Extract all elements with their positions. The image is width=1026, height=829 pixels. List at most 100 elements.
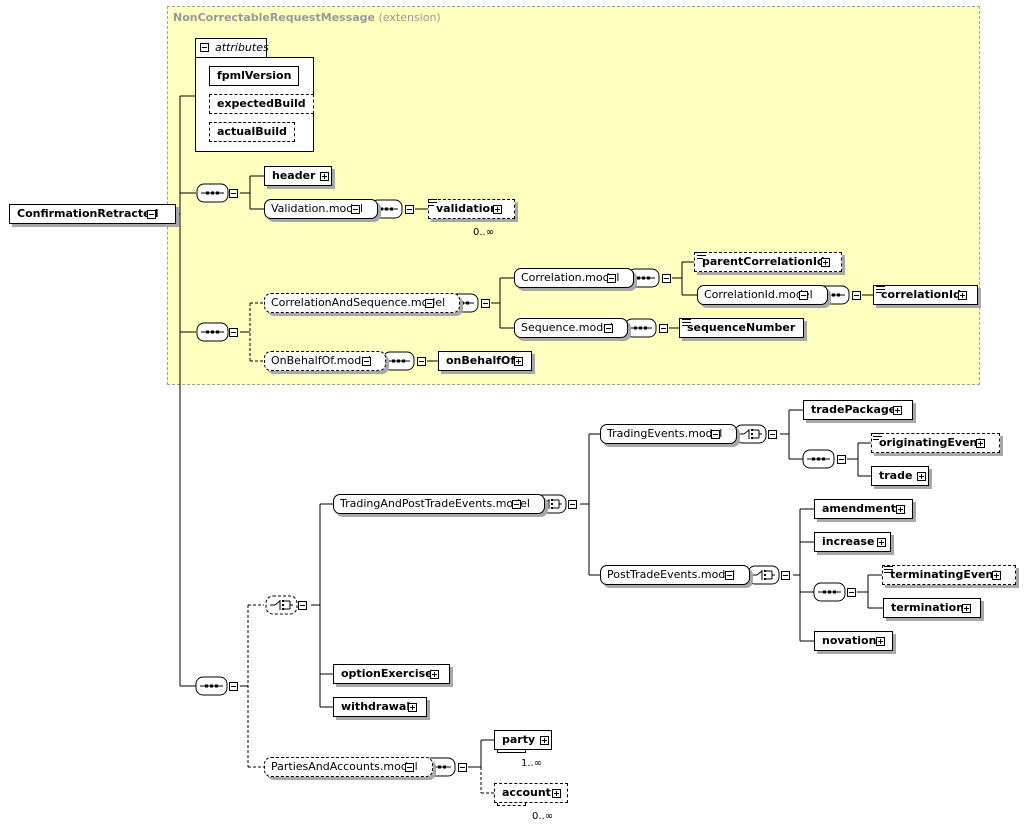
- sequence-compositor-7: [624, 318, 657, 338]
- sequence-compositor-11: [813, 582, 846, 602]
- collapse-sequence-icon[interactable]: [659, 324, 668, 333]
- choice-compositor-2: [734, 424, 767, 444]
- element-validation[interactable]: validation: [428, 199, 515, 219]
- collapse-sequence-icon[interactable]: [847, 588, 856, 597]
- sequence-compositor-8: [382, 351, 415, 371]
- collapse-sequence-icon[interactable]: [458, 763, 467, 772]
- element-tradepackage[interactable]: tradePackage: [803, 400, 914, 420]
- expand-terminatingevent-icon[interactable]: [992, 571, 1001, 580]
- expand-increase-icon[interactable]: [877, 538, 886, 547]
- attribute-actualbuild[interactable]: actualBuild: [209, 122, 295, 142]
- attributes-tab-label: attributes: [215, 41, 269, 54]
- collapse-parties-and-accounts-icon[interactable]: [405, 763, 414, 772]
- element-optionexercise[interactable]: optionExercise: [333, 664, 450, 684]
- group-correlation-model[interactable]: Correlation.model: [514, 268, 635, 288]
- expand-originatingevent-icon[interactable]: [976, 439, 985, 448]
- collapse-sequence-icon[interactable]: [405, 205, 414, 214]
- collapse-sequence-icon[interactable]: [852, 291, 861, 300]
- party-cardinality: 1..∞: [521, 758, 543, 769]
- sequence-compositor-1: [196, 183, 229, 203]
- collapse-sequence-icon[interactable]: [229, 328, 238, 337]
- documentation-icon: [682, 319, 691, 327]
- element-onbehalfof[interactable]: onBehalfOf: [438, 351, 533, 371]
- documentation-icon: [884, 566, 893, 574]
- expand-optionexercise-icon[interactable]: [430, 670, 439, 679]
- element-terminatingevent[interactable]: terminatingEvent: [882, 565, 1016, 585]
- extension-type-name: NonCorrectableRequestMessage: [173, 11, 376, 24]
- collapse-sequence-icon[interactable]: [417, 357, 426, 366]
- group-correlationid-model[interactable]: CorrelationId.model: [697, 285, 828, 305]
- choice-compositor-4: [265, 595, 298, 615]
- group-correlation-and-sequence[interactable]: CorrelationAndSequence.model: [264, 293, 461, 313]
- documentation-icon: [873, 433, 882, 441]
- root-element[interactable]: ConfirmationRetracted: [9, 204, 176, 224]
- expand-onbehalfof-icon[interactable]: [514, 357, 523, 366]
- documentation-icon: [428, 199, 437, 207]
- expand-withdrawal-icon[interactable]: [408, 703, 417, 712]
- element-correlationid[interactable]: correlationId: [873, 285, 978, 305]
- collapse-sequence-icon[interactable]: [229, 682, 238, 691]
- collapse-attributes-icon[interactable]: [200, 43, 209, 52]
- group-sequence-model[interactable]: Sequence.model: [514, 318, 629, 338]
- choice-compositor-3: [747, 565, 780, 585]
- validation-cardinality: 0..∞: [473, 227, 495, 238]
- expand-amendment-icon[interactable]: [896, 505, 905, 514]
- group-validation-model[interactable]: Validation.model: [264, 199, 379, 219]
- group-parties-and-accounts[interactable]: PartiesAndAccounts.model: [264, 757, 433, 777]
- group-trading-events-model[interactable]: TradingEvents.model: [600, 424, 738, 444]
- collapse-choice-icon[interactable]: [568, 500, 577, 509]
- element-parentcorrelationid[interactable]: parentCorrelationId: [694, 252, 842, 272]
- group-post-trade-events-model[interactable]: PostTradeEvents.model: [600, 565, 751, 585]
- expand-header-icon[interactable]: [320, 172, 329, 181]
- collapse-sequence-icon[interactable]: [837, 455, 846, 464]
- extension-suffix: (extension): [378, 11, 441, 24]
- documentation-icon: [876, 286, 885, 294]
- attribute-fpmlversion[interactable]: fpmlVersion: [209, 66, 300, 86]
- group-trading-and-post-trade-events[interactable]: TradingAndPostTradeEvents.model: [333, 494, 545, 514]
- extension-title: NonCorrectableRequestMessage (extension): [173, 11, 441, 24]
- sequence-compositor-3: [196, 322, 229, 342]
- collapse-choice-icon[interactable]: [768, 430, 777, 439]
- element-novation[interactable]: novation: [814, 631, 894, 651]
- collapse-correlation-model-icon[interactable]: [607, 274, 616, 283]
- element-sequencenumber[interactable]: sequenceNumber: [679, 318, 805, 338]
- expand-termination-icon[interactable]: [962, 604, 971, 613]
- account-cardinality: 0..∞: [532, 811, 554, 822]
- collapse-validation-model-icon[interactable]: [351, 205, 360, 214]
- element-increase[interactable]: increase: [814, 532, 892, 552]
- element-originatingevent[interactable]: originatingEvent: [871, 433, 1000, 453]
- element-header[interactable]: header: [264, 166, 333, 186]
- element-party[interactable]: party: [494, 730, 553, 750]
- expand-account-icon[interactable]: [552, 789, 561, 798]
- collapse-post-trade-events-icon[interactable]: [725, 571, 734, 580]
- collapse-sequence-icon[interactable]: [481, 299, 490, 308]
- attribute-expectedbuild[interactable]: expectedBuild: [209, 94, 314, 114]
- collapse-onbehalfof-model-icon[interactable]: [362, 357, 371, 366]
- expand-validation-icon[interactable]: [493, 205, 502, 214]
- group-onbehalfof-model[interactable]: OnBehalfOf.model: [264, 351, 387, 371]
- collapse-correlation-and-sequence-icon[interactable]: [425, 299, 434, 308]
- expand-correlationid-icon[interactable]: [958, 291, 967, 300]
- expand-trade-icon[interactable]: [917, 472, 926, 481]
- collapse-correlationid-model-icon[interactable]: [799, 291, 808, 300]
- collapse-trading-and-post-icon[interactable]: [512, 500, 521, 509]
- expand-novation-icon[interactable]: [876, 637, 885, 646]
- element-trade[interactable]: trade: [871, 466, 930, 486]
- expand-tradepackage-icon[interactable]: [893, 406, 902, 415]
- collapse-choice-icon[interactable]: [781, 571, 790, 580]
- element-termination[interactable]: termination: [883, 598, 982, 618]
- collapse-sequence-model-icon[interactable]: [604, 324, 613, 333]
- collapse-sequence-icon[interactable]: [229, 189, 238, 198]
- collapse-sequence-icon[interactable]: [662, 274, 671, 283]
- collapse-root-icon[interactable]: [147, 210, 156, 219]
- collapse-trading-events-icon[interactable]: [711, 430, 720, 439]
- sequence-compositor-9: [195, 676, 228, 696]
- element-withdrawal[interactable]: withdrawal: [333, 697, 428, 717]
- expand-party-icon[interactable]: [540, 736, 549, 745]
- element-amendment[interactable]: amendment: [814, 499, 914, 519]
- element-account[interactable]: account: [494, 783, 568, 803]
- attributes-tab[interactable]: attributes: [195, 38, 269, 58]
- expand-parentcorrelationid-icon[interactable]: [821, 258, 830, 267]
- collapse-choice-icon[interactable]: [298, 601, 307, 610]
